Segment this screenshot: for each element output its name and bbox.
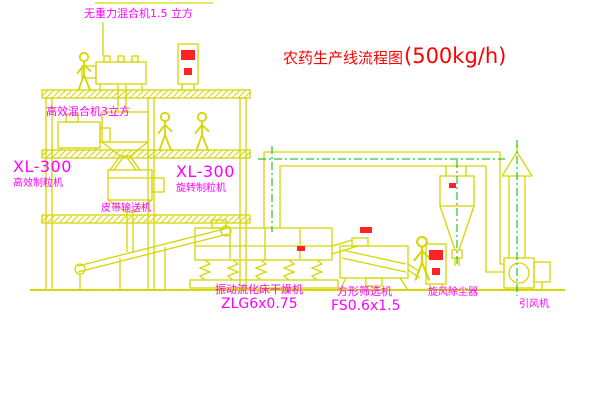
cyclone-separator (439, 166, 475, 266)
indicator-marks (297, 183, 456, 251)
label-second-mixer: 高效混合机3立方 (46, 105, 130, 118)
column (45, 97, 53, 291)
label-mid-granulator-model: XL-300 (176, 162, 235, 181)
square-sieve (339, 237, 421, 291)
label-top-mixer: 无重力混合机1.5 立方 (84, 7, 193, 20)
floor-slab (41, 149, 251, 159)
label-left-granulator-name: 高效制粒机 (13, 178, 63, 189)
impeller (508, 262, 530, 284)
rotary-granulator (107, 169, 165, 252)
motor (151, 177, 165, 193)
building-structure (30, 2, 565, 291)
control-cabinet (177, 43, 199, 91)
column (147, 97, 155, 291)
y-branch-left (109, 155, 125, 171)
column (239, 97, 247, 291)
spring (310, 259, 324, 281)
label-sieve-name: 方形筛选机 (337, 285, 392, 298)
drawing-title: 农药生产线流程图 (500kg/h) (283, 44, 506, 68)
belt-conveyor (74, 225, 232, 290)
dryer-base (189, 279, 339, 289)
sieve-inlet (351, 237, 369, 247)
fluid-bed-dryer (189, 219, 359, 289)
gravity-free-mixer (81, 55, 147, 112)
worker-figure (194, 111, 210, 151)
label-left-granulator-model: XL-300 (13, 157, 72, 176)
label-sieve-model: FS0.6x1.5 (331, 298, 401, 314)
label-dryer-name: 振动流化床干燥机 (215, 283, 303, 296)
spring (282, 259, 296, 281)
spring (198, 259, 212, 281)
worker-figure (413, 235, 431, 281)
floor-slab (41, 89, 251, 99)
spring (226, 259, 240, 281)
label-cyclone: 旋风除尘器 (428, 287, 478, 298)
exhaust-duct (263, 151, 504, 273)
label-dryer-model: ZLG6x0.75 (221, 296, 298, 312)
label-belt-conveyor: 皮带输送机 (101, 203, 151, 214)
fan-motor (533, 261, 551, 283)
feed-inlet (211, 219, 227, 229)
floor-slab (41, 214, 251, 224)
control-cabinet (425, 243, 447, 291)
discharge-chute (126, 212, 134, 252)
spring (254, 259, 268, 281)
title-text: 农药生产线流程图 (283, 49, 404, 67)
label-mid-granulator-name: 旋转制粒机 (176, 183, 226, 194)
label-fan: 引风机 (519, 299, 549, 310)
centerlines (258, 140, 518, 296)
title-capacity: (500kg/h) (404, 44, 507, 68)
outlet-chute (331, 239, 359, 255)
centre-mixer (101, 111, 149, 171)
worker-figure (157, 111, 173, 151)
y-branch-right (125, 155, 141, 171)
vibrator-motor (365, 277, 383, 287)
induced-draft-fan (503, 257, 551, 290)
worker-figure (76, 51, 92, 91)
motor (81, 65, 97, 79)
discharge-pipe (117, 84, 127, 112)
